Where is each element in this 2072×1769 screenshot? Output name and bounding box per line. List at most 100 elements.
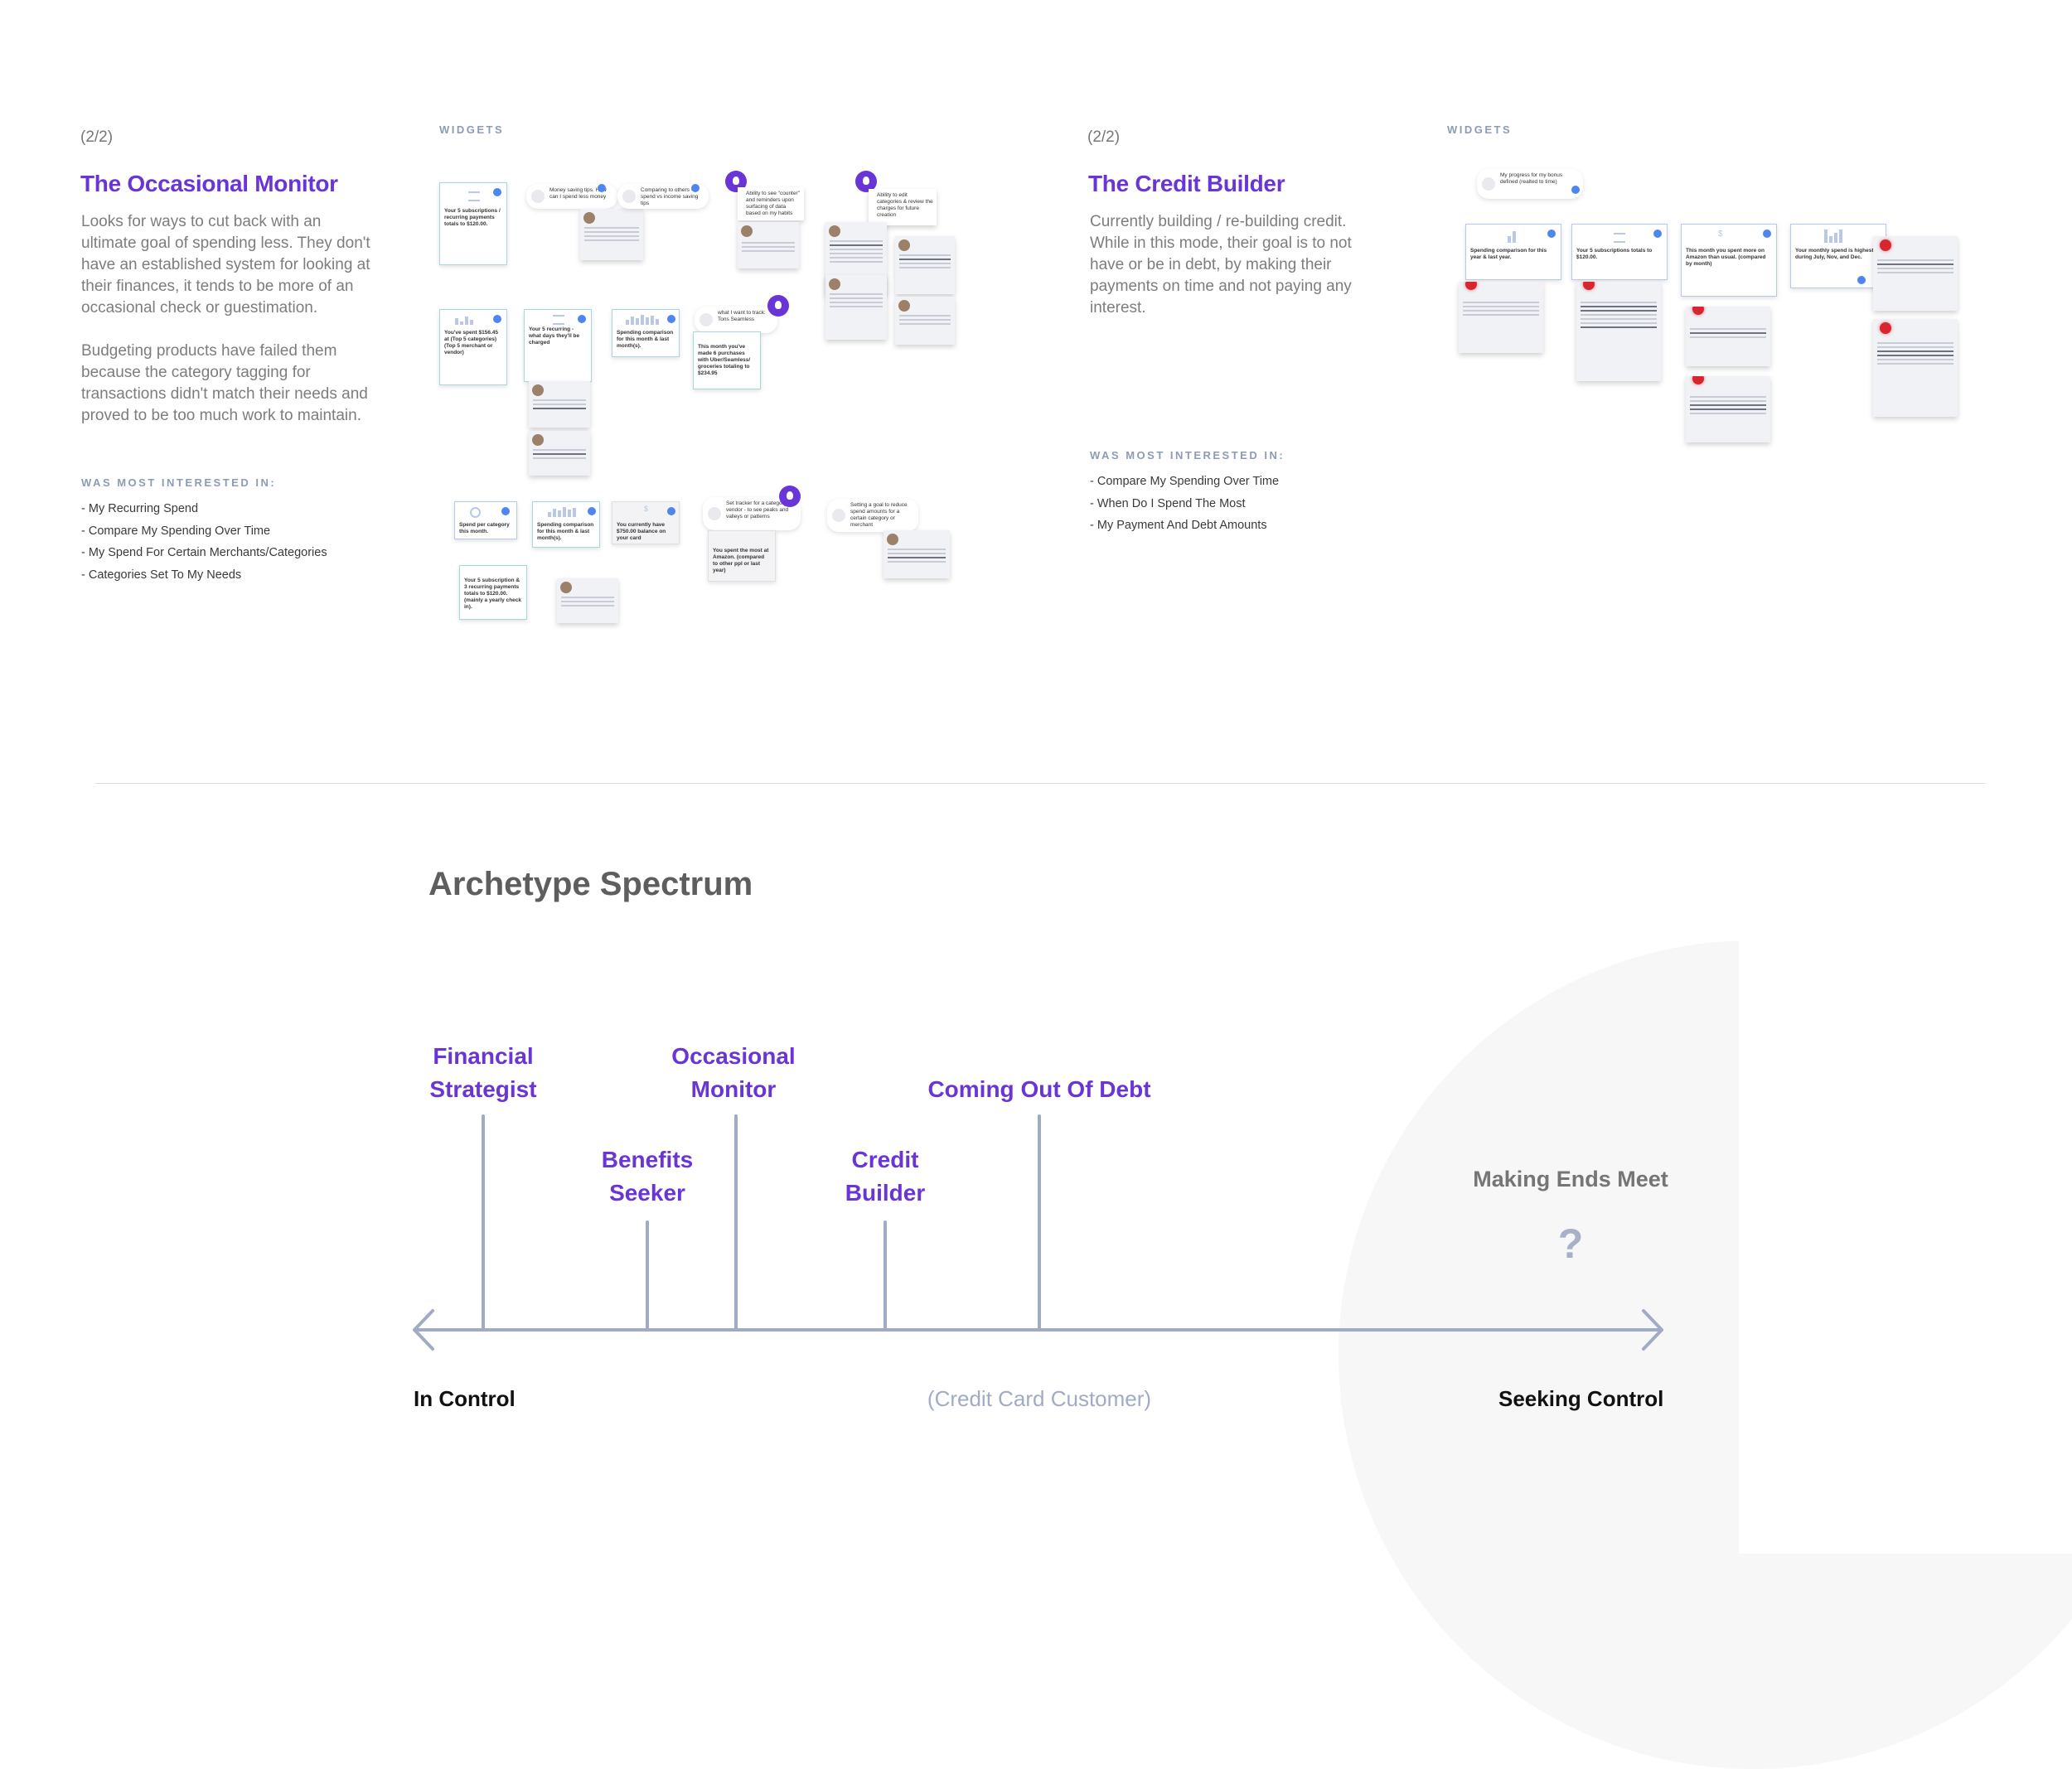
archetype-label-line: Coming Out Of Debt bbox=[927, 1076, 1151, 1102]
sticky-note bbox=[895, 297, 955, 345]
avatar bbox=[560, 582, 572, 593]
status-dot bbox=[1763, 230, 1771, 238]
avatar bbox=[1880, 322, 1891, 334]
avatar bbox=[532, 434, 544, 446]
right-pager: (2/2) bbox=[1087, 128, 1121, 146]
widget-card-text: You've spent $156.45 at (Top 5 categorie… bbox=[444, 330, 499, 355]
left-arrowhead bbox=[413, 1309, 434, 1351]
avatar bbox=[1692, 307, 1704, 315]
sticky-note bbox=[1873, 319, 1958, 417]
spectrum-axis bbox=[413, 1114, 1663, 1351]
sticky-note bbox=[557, 578, 618, 623]
widget-card: Your 5 subscriptions / recurring payment… bbox=[439, 182, 507, 265]
avatar bbox=[741, 225, 753, 237]
widget-bubble: My progress for my bonus defined (realte… bbox=[1477, 169, 1583, 199]
interest-item: When Do I Spend The Most bbox=[1090, 493, 1279, 515]
archetype-label-line: Benefits bbox=[601, 1147, 694, 1172]
left-widget-board: Your 5 subscriptions / recurring payment… bbox=[431, 157, 986, 655]
right-interest-label: WAS MOST INTERESTED IN: bbox=[1090, 449, 1285, 462]
status-dot bbox=[1857, 276, 1866, 284]
sticky-note bbox=[738, 222, 799, 268]
avatar bbox=[532, 384, 544, 396]
widget-card: $ This month you spent more on Amazon th… bbox=[1681, 224, 1777, 297]
status-dot bbox=[588, 507, 596, 515]
unknown-question-mark: ? bbox=[1557, 1220, 1584, 1267]
status-dot bbox=[1653, 230, 1662, 238]
left-pager: (2/2) bbox=[80, 128, 114, 146]
widget-card: Spend per category this month. bbox=[454, 501, 517, 539]
status-dot bbox=[501, 507, 510, 515]
sticky-note: Ability to edit categories & review the … bbox=[869, 189, 937, 225]
archetype-label-line: Credit bbox=[851, 1147, 919, 1172]
archetype-label-financial-strategist: Financial Strategist bbox=[400, 1040, 566, 1106]
status-dot bbox=[598, 184, 606, 192]
list-icon bbox=[468, 191, 480, 201]
widget-bubble-text: Ability to see "counter" and reminders u… bbox=[746, 191, 800, 216]
sticky-note bbox=[1686, 376, 1770, 442]
widget-card-text: You currently have $750.00 balance on yo… bbox=[617, 522, 666, 541]
spectrum-right-end: Seeking Control bbox=[1498, 1386, 1664, 1411]
left-interest-list: My Recurring Spend Compare My Spending O… bbox=[81, 498, 327, 586]
sticky-note bbox=[1873, 236, 1958, 311]
avatar bbox=[1692, 376, 1704, 384]
sticky-note bbox=[895, 236, 955, 294]
sticky-note bbox=[580, 209, 643, 260]
widget-card: Spending comparison for this month & las… bbox=[612, 309, 680, 357]
right-persona-desc: Currently building / re-building credit.… bbox=[1090, 213, 1352, 317]
status-dot bbox=[691, 184, 700, 192]
left-persona-title: The Occasional Monitor bbox=[80, 171, 338, 196]
interest-item: My Recurring Spend bbox=[81, 498, 327, 520]
bar-chart-icon bbox=[548, 507, 576, 517]
avatar bbox=[887, 534, 898, 545]
widget-card-text: Your 5 subscription & 3 recurring paymen… bbox=[464, 578, 522, 610]
widget-card-text: Spend per category this month. bbox=[459, 522, 510, 534]
widget-card: $ You currently have $750.00 balance on … bbox=[612, 501, 680, 544]
widget-card: Your monthly spend is highest during Jul… bbox=[1790, 224, 1886, 288]
interest-item: Categories Set To My Needs bbox=[81, 564, 327, 587]
sticky-note bbox=[1686, 307, 1770, 366]
right-widget-board: My progress for my bonus defined (realte… bbox=[1450, 157, 1989, 472]
avatar bbox=[583, 212, 595, 224]
avatar bbox=[898, 300, 910, 312]
status-dot bbox=[667, 507, 675, 515]
right-interest-list: Compare My Spending Over Time When Do I … bbox=[1090, 471, 1279, 537]
background-mask bbox=[1739, 895, 2072, 1554]
avatar bbox=[1880, 239, 1891, 251]
archetype-label-benefits-seeker: Benefits Seeker bbox=[564, 1143, 730, 1210]
right-widgets-label: WIDGETS bbox=[1447, 123, 1513, 136]
dollar-icon: $ bbox=[644, 505, 649, 513]
widget-card-text: This month you've made 6 purchases with … bbox=[698, 344, 751, 376]
right-persona-title: The Credit Builder bbox=[1088, 171, 1285, 196]
widget-card: This month you've made 6 purchases with … bbox=[693, 331, 761, 389]
left-persona-desc-1: Looks for ways to cut back with an ultim… bbox=[81, 213, 370, 317]
status-dot bbox=[493, 315, 501, 323]
widget-card: Spending comparison for this year & last… bbox=[1465, 224, 1561, 280]
widget-card-text: Your 5 subscriptions totals to $120.00. bbox=[1576, 248, 1653, 260]
archetype-label-line: Occasional bbox=[671, 1043, 796, 1069]
widget-bubble: what I want to track: Tons Seamless bbox=[695, 307, 777, 333]
interest-item: My Spend For Certain Merchants/Categorie… bbox=[81, 542, 327, 564]
widget-card: Your 5 recurring - what days they'll be … bbox=[524, 309, 592, 382]
bar-chart-icon bbox=[1508, 231, 1516, 243]
archetype-label-occasional-monitor: Occasional Monitor bbox=[651, 1040, 816, 1106]
widget-card-text: Your monthly spend is highest during Jul… bbox=[1795, 248, 1874, 260]
lightbulb-pin-icon bbox=[767, 295, 789, 317]
sticky-note bbox=[1576, 282, 1661, 381]
spectrum-center-note: (Credit Card Customer) bbox=[927, 1386, 1152, 1411]
interest-item: My Payment And Debt Amounts bbox=[1090, 515, 1279, 537]
sticky-note bbox=[1459, 282, 1543, 353]
archetype-label-line: Financial bbox=[433, 1043, 534, 1069]
widget-card: Your 5 subscription & 3 recurring paymen… bbox=[459, 565, 527, 620]
status-dot bbox=[1571, 186, 1580, 194]
bar-chart-icon bbox=[626, 315, 659, 325]
archetype-label-line: Builder bbox=[845, 1180, 926, 1206]
avatar bbox=[1583, 282, 1595, 290]
spectrum-title: Archetype Spectrum bbox=[428, 866, 753, 902]
interest-item: Compare My Spending Over Time bbox=[1090, 471, 1279, 493]
dollar-icon: $ bbox=[1718, 230, 1723, 239]
widget-card-text: You spent the most at Amazon. (compared … bbox=[713, 548, 769, 573]
bar-chart-icon bbox=[455, 317, 473, 325]
sticky-note bbox=[529, 431, 590, 476]
avatar bbox=[898, 239, 910, 251]
status-dot bbox=[667, 315, 675, 323]
